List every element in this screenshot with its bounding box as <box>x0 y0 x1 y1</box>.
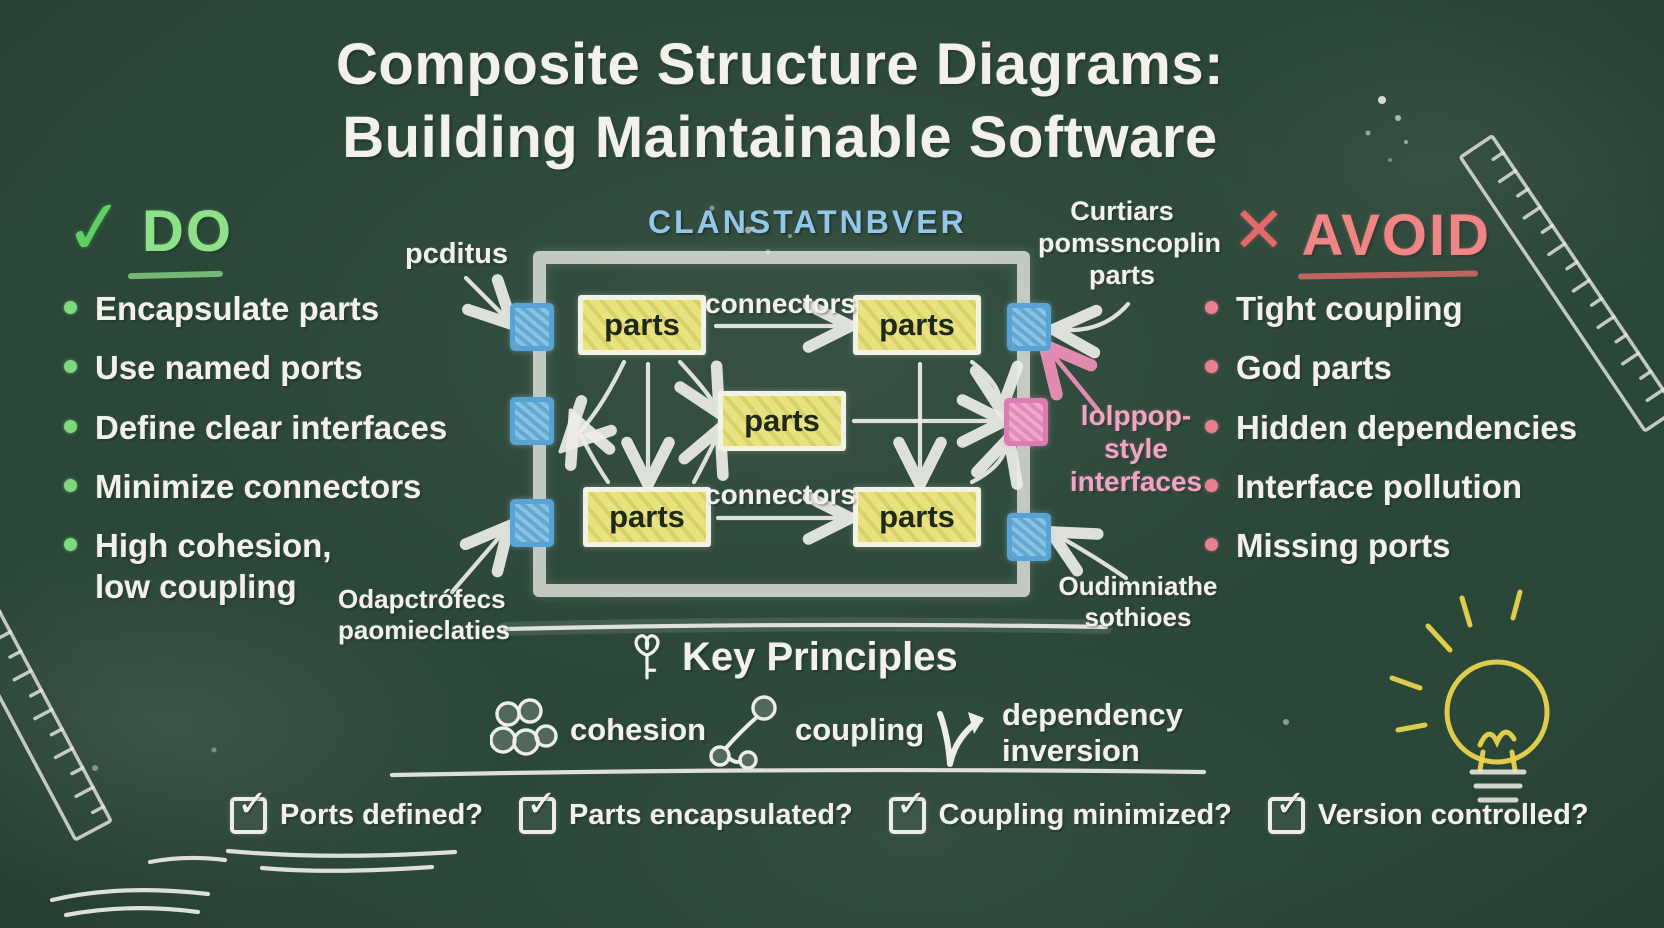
bullet-icon <box>1205 301 1218 314</box>
checklist-item-label: Parts encapsulated? <box>569 799 853 831</box>
cohesion-label: cohesion <box>570 712 707 747</box>
annotation-ports-bottom-right: Oudimniathe sothioes <box>1058 571 1218 632</box>
checkbox-icon: ✓ <box>519 785 557 834</box>
checklist-item: ✓ Version controlled? <box>1267 785 1589 834</box>
checklist-item-label: Version controlled? <box>1317 799 1589 831</box>
bullet-icon <box>1205 360 1218 374</box>
part-box-top-right: parts <box>853 295 981 355</box>
connectors-label-top: connectors <box>705 288 856 319</box>
port-right-bottom <box>1007 513 1051 561</box>
part-box-bottom-right: parts <box>853 487 981 547</box>
check-icon: ✓ <box>59 182 131 273</box>
port-left-top <box>510 303 554 351</box>
annotation-ports-bottom-left: Odapctrófecs paomieclaties <box>338 584 510 645</box>
bullet-icon <box>64 360 77 374</box>
bullet-icon <box>1205 419 1218 433</box>
checkbox-icon: ✓ <box>230 785 268 834</box>
checkbox-icon: ✓ <box>1267 785 1306 834</box>
bullet-icon <box>64 538 77 551</box>
title-line-2: Building Maintainable Software <box>342 105 1218 171</box>
do-list-item: Define clear interfaces <box>64 407 447 448</box>
avoid-list: Tight coupling God parts Hidden dependen… <box>1205 288 1577 584</box>
checkbox-icon: ✓ <box>888 785 927 834</box>
checklist-item-label: Ports defined? <box>280 799 484 831</box>
checklist-item-label: Coupling minimized? <box>938 799 1232 831</box>
do-list-item: High cohesion, low coupling <box>64 525 447 608</box>
bullet-icon <box>64 478 77 492</box>
container-class-label: CLANSTATNBVER <box>648 204 967 240</box>
lollipop-port <box>1004 398 1048 446</box>
part-box-top-left: parts <box>578 295 706 355</box>
port-left-bottom <box>510 499 554 547</box>
checklist-item: ✓ Parts encapsulated? <box>519 785 853 834</box>
port-left-middle <box>510 397 554 445</box>
avoid-heading-row: ✕ AVOID <box>1232 194 1492 269</box>
bullet-icon <box>64 301 77 314</box>
coupling-label: coupling <box>795 712 925 747</box>
avoid-list-item: God parts <box>1205 347 1577 388</box>
do-heading: DO <box>142 199 234 264</box>
key-principles-heading: Key Principles <box>682 634 958 679</box>
page-title: Composite Structure Diagrams: Building M… <box>0 28 1560 174</box>
bullet-icon <box>1205 478 1218 492</box>
bullet-icon <box>1205 538 1218 551</box>
do-list-item: Minimize connectors <box>64 466 447 507</box>
avoid-list-item: Hidden dependencies <box>1205 407 1577 448</box>
key-principles-heading-row: Key Principles <box>628 631 958 683</box>
avoid-underline <box>1297 270 1479 280</box>
bullet-icon <box>64 419 77 433</box>
checklist-item: ✓ Ports defined? <box>230 785 484 834</box>
do-list-item: Use named ports <box>64 347 447 388</box>
cohesion-cluster-icon <box>490 698 558 756</box>
connectors-label-bottom: connectors <box>705 479 856 510</box>
annotation-ports-top-right: Curtiars pomssncoplin parts <box>1038 196 1222 290</box>
checklist-underline-squiggle <box>225 848 458 873</box>
part-box-center: parts <box>718 391 846 451</box>
coupling-link-icon <box>709 695 777 770</box>
do-list-item: Encapsulate parts <box>64 288 447 329</box>
dependency-inversion-label: dependency inversion <box>1002 697 1183 768</box>
do-heading-row: ✓ DO <box>59 182 234 273</box>
avoid-list-item: Interface pollution <box>1205 466 1577 507</box>
avoid-list-item: Tight coupling <box>1205 288 1577 329</box>
key-icon <box>634 634 660 680</box>
chalk-scribbles <box>49 855 228 918</box>
avoid-heading: AVOID <box>1301 203 1492 268</box>
do-list: Encapsulate parts Use named ports Define… <box>64 288 447 626</box>
title-line-1: Composite Structure Diagrams: <box>336 32 1224 97</box>
dependency-inversion-arrow-icon <box>937 711 984 767</box>
checklist-row: ✓ Ports defined? ✓ Parts encapsulated? ✓… <box>230 785 1589 834</box>
checklist-item: ✓ Coupling minimized? <box>888 785 1232 834</box>
lightbulb-icon <box>1389 589 1550 803</box>
annotation-ports-top-left: pcditus <box>405 238 509 270</box>
annotation-lollipop-interfaces: lolppop-style interfaces <box>1069 400 1203 498</box>
part-box-bottom-left: parts <box>583 487 711 547</box>
x-icon: ✕ <box>1232 194 1286 266</box>
avoid-list-item: Missing ports <box>1205 525 1577 566</box>
port-right-top <box>1007 303 1051 351</box>
do-underline <box>127 270 224 280</box>
